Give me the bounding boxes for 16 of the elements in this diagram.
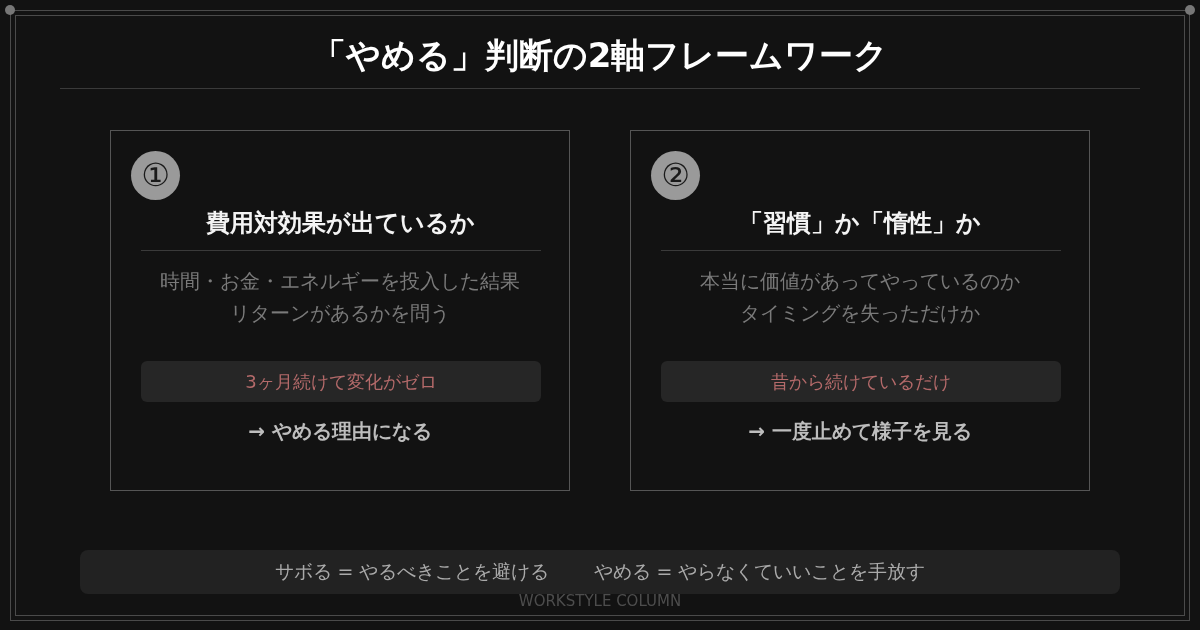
definition-text: サボる = やるべきことを避ける (274, 559, 550, 584)
footer-text: WORKSTYLE COLUMN (517, 593, 683, 609)
highlight-band: 3ヶ月続けて変化がゼロ (141, 361, 541, 402)
conclusion-text: → やめる理由になる (247, 418, 433, 445)
card-heading: 「習慣」か「惰性」か (738, 208, 982, 239)
definition-text: やめる = やらなくていいことを手放す (593, 559, 926, 584)
card-heading: 費用対効果が出ているか (204, 208, 476, 239)
card-description: 時間・お金・エネルギーを投入した結果リターンがあるかを問う (159, 268, 521, 327)
conclusion-text: → 一度止めて様子を見る (747, 418, 973, 445)
card-description: 本当に価値があってやっているのかタイミングを失っただけか (699, 268, 1021, 327)
card (630, 130, 1090, 491)
card (110, 130, 570, 491)
number-circle: ② (651, 151, 700, 200)
title: 「やめる」判断の2軸フレームワーク (310, 34, 890, 77)
highlight-band: 昔から続けているだけ (661, 361, 1061, 402)
number-circle: ① (131, 151, 180, 200)
